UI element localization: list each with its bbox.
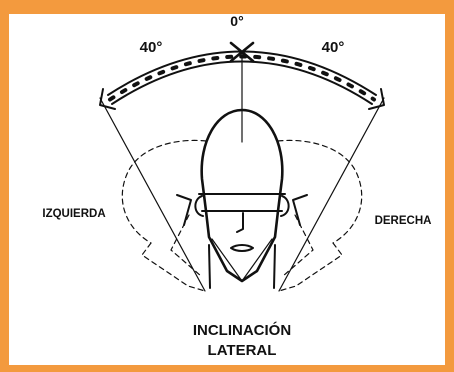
left-side-label: IZQUIERDA	[42, 208, 105, 220]
left-tilted-jaw	[170, 214, 202, 277]
right-side-label: DERECHA	[375, 215, 432, 227]
right-tilted-head-outline	[277, 139, 363, 244]
left-tilted-eye-mark	[176, 194, 192, 226]
chin-lines	[211, 238, 273, 282]
left-tilted-neck-outline	[141, 242, 206, 292]
left-ear	[194, 195, 204, 217]
left-arrow-icon	[99, 88, 116, 110]
mouth	[230, 244, 254, 252]
right-angle-label: 40°	[322, 39, 345, 56]
right-tilted-eye-mark	[292, 194, 308, 226]
caption-line-2: LATERAL	[208, 342, 277, 359]
right-tilted-head	[277, 139, 363, 292]
center-angle-label: 0°	[230, 14, 243, 29]
arc-gaps	[108, 54, 376, 102]
left-tilted-head-outline	[121, 139, 207, 244]
central-head	[194, 108, 290, 289]
zero-mark-icon	[229, 41, 255, 63]
left-tilted-head	[121, 139, 207, 292]
neck-left	[208, 244, 211, 289]
right-arrow-icon	[368, 88, 385, 110]
left-angle-label: 40°	[140, 39, 163, 56]
left-tilt-line	[99, 97, 206, 292]
head-outline	[200, 108, 284, 213]
right-tilted-jaw	[282, 214, 314, 277]
right-ear	[280, 195, 290, 217]
nose	[236, 212, 244, 233]
arc-inner	[111, 60, 373, 105]
right-tilt-line	[278, 97, 385, 292]
right-tilted-neck-outline	[278, 242, 343, 292]
neck-right	[273, 244, 276, 289]
lateral-tilt-diagram: 0° 40° 40°	[42, 14, 432, 359]
caption-line-1: INCLINACIÓN	[193, 321, 291, 339]
